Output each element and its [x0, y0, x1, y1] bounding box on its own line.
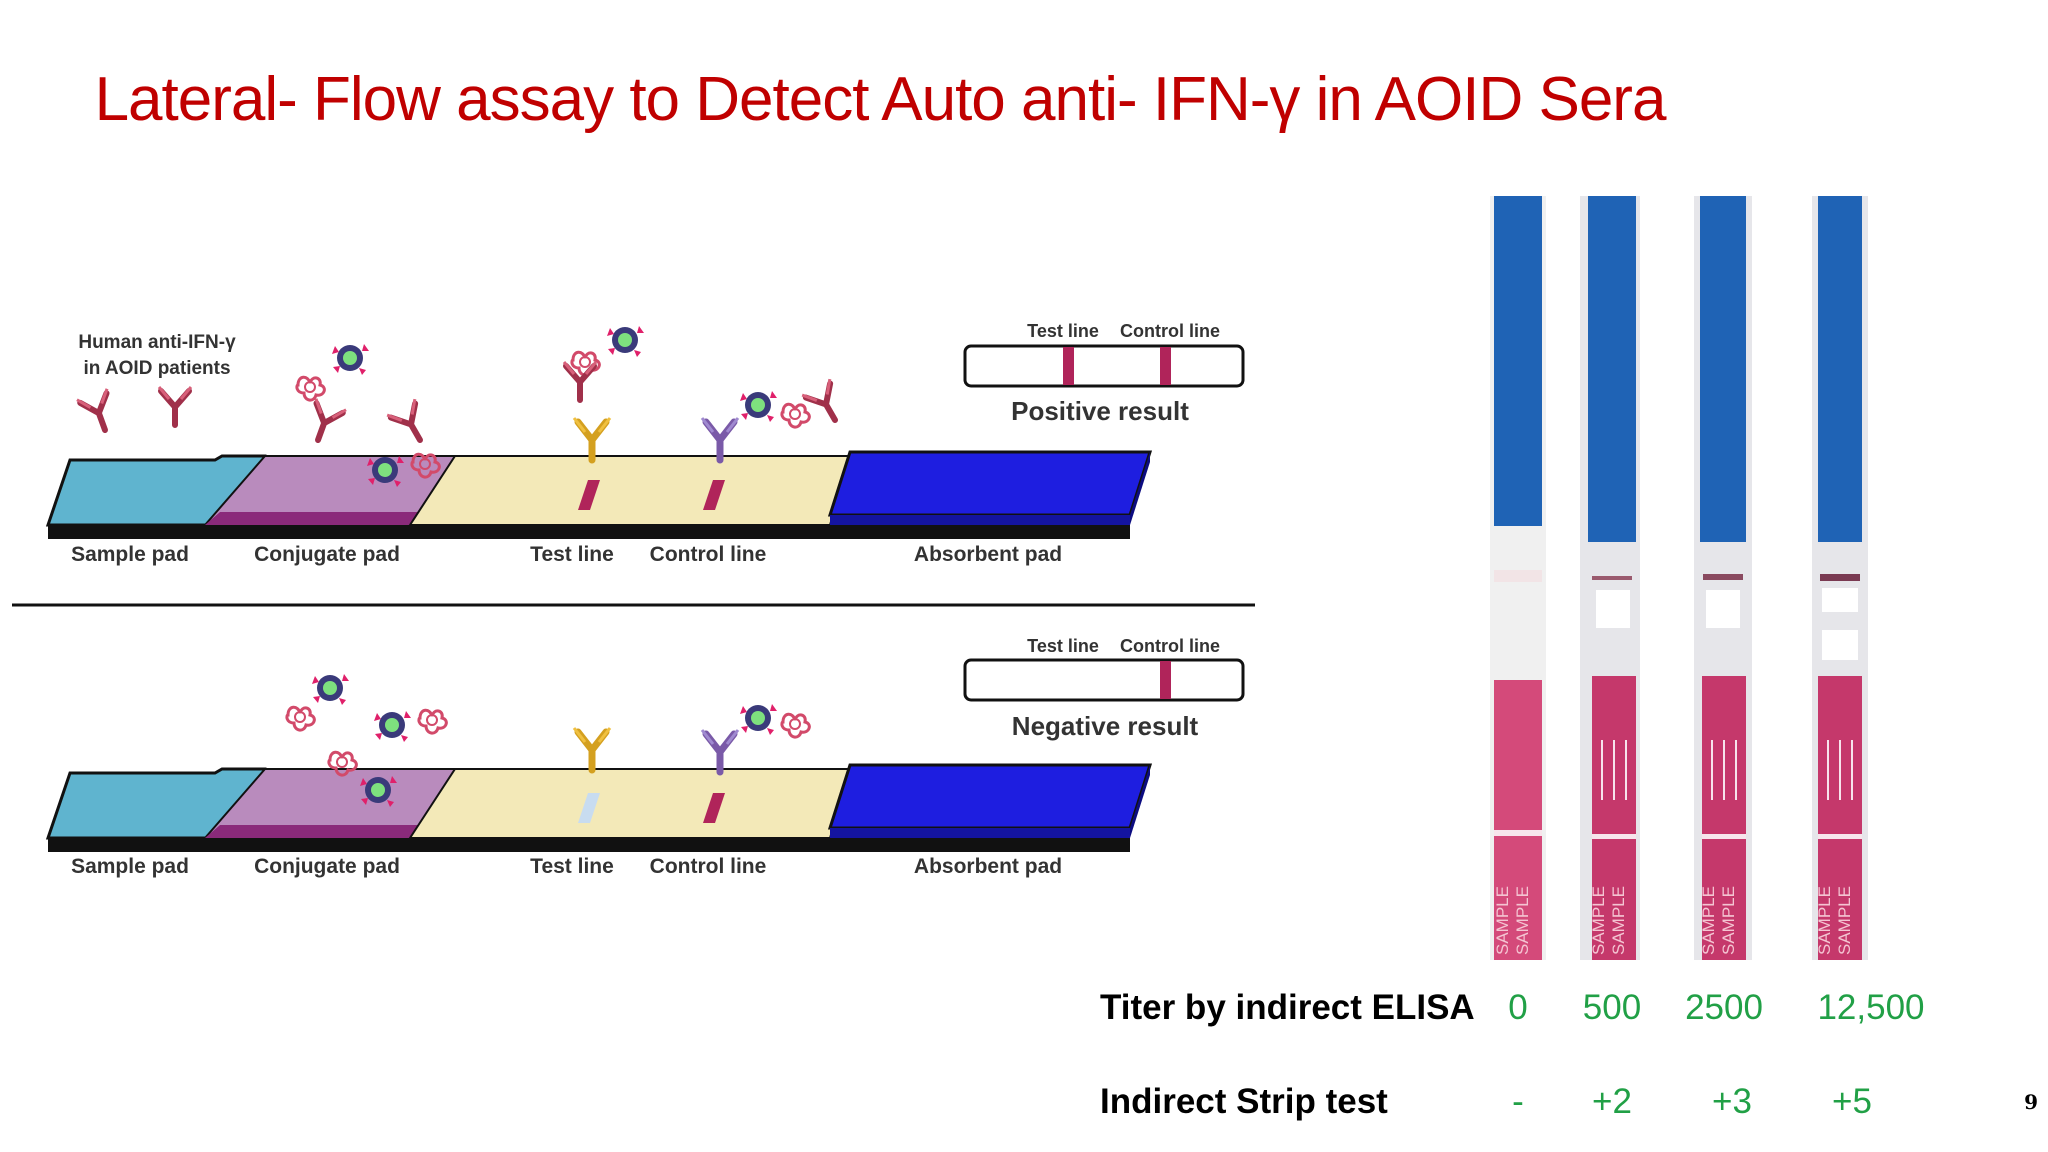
label-conjugate-pad-bottom: Conjugate pad [254, 855, 400, 878]
positive-strip [45, 450, 1153, 539]
strip-score-1: - [1512, 1082, 1524, 1121]
strip-score-4: +5 [1832, 1082, 1872, 1121]
window-test-line-label-top: Test line [1027, 321, 1099, 341]
window-control-band-negative [1160, 661, 1171, 699]
strip-3: SAMPLE SAMPLE [1694, 196, 1752, 960]
page-number: 9 [2024, 1090, 2038, 1114]
titer-row-label: Titer by indirect ELISA [1100, 988, 1475, 1027]
strip-1: SAMPLE SAMPLE [1490, 196, 1546, 960]
control-line-stripe [703, 480, 725, 510]
positive-result-window: Test line Control line Positive result [963, 321, 1245, 426]
strip-score-3: +3 [1712, 1082, 1752, 1121]
label-test-line-bottom: Test line [530, 855, 614, 878]
positive-result-label: Positive result [1011, 396, 1189, 426]
strip-score-2: +2 [1592, 1082, 1632, 1121]
window-test-band-positive [1063, 347, 1074, 385]
negative-result-label: Negative result [1012, 711, 1199, 741]
antibody-caption-line2: in AOID patients [83, 358, 230, 379]
label-conjugate-pad-top: Conjugate pad [254, 543, 400, 566]
negative-strip [45, 763, 1153, 852]
negative-result-window: Test line Control line Negative result [963, 636, 1245, 741]
window-control-line-label-top: Control line [1120, 321, 1220, 341]
titer-value-3: 2500 [1685, 988, 1763, 1027]
strip-3-sample-text: SAMPLE [1699, 886, 1718, 955]
window-control-line-label-bottom: Control line [1120, 636, 1220, 656]
window-control-band-positive [1160, 347, 1171, 385]
label-absorbent-pad-bottom: Absorbent pad [914, 855, 1062, 878]
absorbent-pad [827, 450, 1153, 517]
titer-value-4: 12,500 [1817, 988, 1925, 1027]
label-control-line-bottom: Control line [650, 855, 767, 878]
titer-value-2: 500 [1582, 988, 1642, 1027]
strip-test-row-label: Indirect Strip test [1100, 1082, 1388, 1121]
slide-title: Lateral- Flow assay to Detect Auto anti-… [94, 65, 1667, 134]
strip-2: SAMPLE SAMPLE [1580, 196, 1640, 960]
antibody-caption-line1: Human anti-IFN-γ [78, 332, 236, 353]
label-absorbent-pad-top: Absorbent pad [914, 543, 1062, 566]
label-sample-pad-bottom: Sample pad [71, 855, 189, 878]
strip-4-sample-text: SAMPLE [1815, 886, 1834, 955]
label-test-line-top: Test line [530, 543, 614, 566]
titer-value-1: 0 [1508, 988, 1528, 1027]
top-antibodies-free [77, 387, 434, 448]
membrane [408, 455, 852, 526]
strip-4-sample-text-2: SAMPLE [1835, 886, 1854, 955]
strip-4: SAMPLE SAMPLE [1812, 196, 1868, 960]
label-control-line-top: Control line [650, 543, 767, 566]
label-sample-pad-top: Sample pad [71, 543, 189, 566]
strip-2-sample-text: SAMPLE [1589, 886, 1608, 955]
strip-1-sample-text: SAMPLE [1493, 886, 1512, 955]
window-test-line-label-bottom: Test line [1027, 636, 1099, 656]
strip-photos: SAMPLE SAMPLE SAMPLE SAMPLE SAMPLE SAMPL… [1490, 196, 1868, 960]
strip-1-sample-text-2: SAMPLE [1513, 886, 1532, 955]
strip-3-sample-text-2: SAMPLE [1719, 886, 1738, 955]
test-line-stripe [578, 480, 600, 510]
strip-2-sample-text-2: SAMPLE [1609, 886, 1628, 955]
